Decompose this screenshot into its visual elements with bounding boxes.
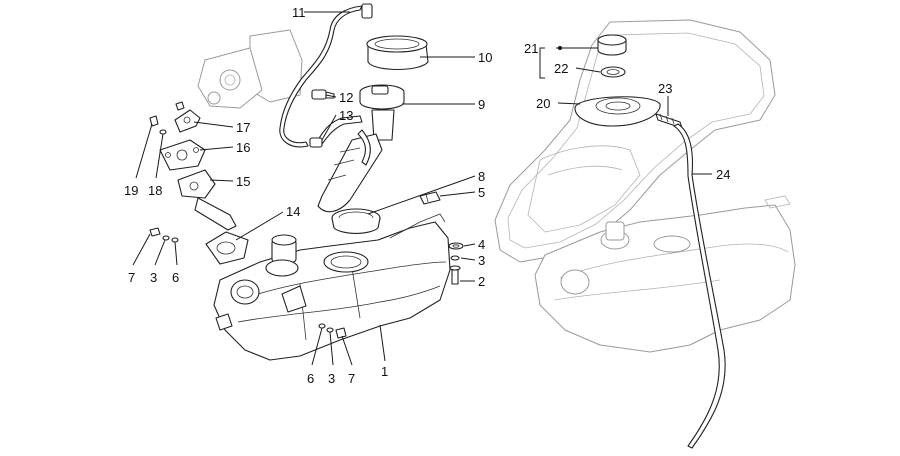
callout-18: 18 (148, 183, 162, 198)
filler-neck-ring (574, 96, 661, 127)
callout-1: 1 (381, 364, 388, 379)
callout-24: 24 (716, 167, 730, 182)
hose-connector (311, 89, 335, 100)
callout-21: 21 (524, 41, 538, 56)
drain-hose (673, 123, 726, 449)
callout-11: 11 (292, 5, 306, 20)
leader-lines (132, 11, 712, 366)
callout-22: 22 (554, 61, 568, 76)
callout-8: 8 (478, 169, 485, 184)
callout-23: 23 (658, 81, 672, 96)
callout-12: 12 (339, 90, 353, 105)
callout-13: 13 (339, 108, 353, 123)
filler-cap (597, 34, 627, 56)
washer-3-right (450, 255, 460, 261)
bolt-7-left (149, 227, 161, 237)
callout-14: 14 (286, 204, 300, 219)
callout-labels: 11 10 9 12 13 17 16 15 14 8 5 4 3 2 1 6 … (124, 5, 730, 386)
washer-18 (159, 129, 167, 135)
callout-2: 2 (478, 274, 485, 289)
washer-6-bottom (318, 323, 326, 329)
callout-3-right: 3 (478, 253, 485, 268)
callout-20: 20 (536, 96, 550, 111)
fuel-tank (213, 213, 451, 361)
fuel-gauge-flange (205, 231, 249, 265)
clip-17 (175, 101, 185, 111)
washer-3-bottom (326, 327, 334, 333)
callout-19: 19 (124, 183, 138, 198)
pump-bracket-upper (174, 109, 201, 133)
mounting-plate-gasket (159, 139, 206, 171)
callout-4: 4 (478, 237, 485, 252)
callout-7-left: 7 (128, 270, 135, 285)
pump-lock-ring (366, 35, 429, 70)
ghost-intake (197, 29, 303, 109)
callout-9: 9 (478, 97, 485, 112)
callout-5: 5 (478, 185, 485, 200)
washer-3-left (162, 235, 170, 241)
grommet-4 (448, 242, 464, 250)
callout-6-bottom: 6 (307, 371, 314, 386)
fuel-pump-assembly (317, 84, 405, 213)
ghost-fuel-tank (534, 204, 796, 353)
bolt-19 (149, 115, 159, 127)
callout-17: 17 (236, 120, 250, 135)
pump-harness (317, 115, 363, 145)
bolt-2 (449, 265, 461, 285)
ghost-seat-assembly (494, 19, 796, 353)
callout-16: 16 (236, 140, 250, 155)
callout-7-bottom: 7 (348, 371, 355, 386)
washer-6-left (171, 237, 179, 243)
callout-15: 15 (236, 174, 250, 189)
filler-gasket (600, 66, 626, 78)
mounting-plate (177, 169, 237, 231)
callout-10: 10 (478, 50, 492, 65)
callout-3-bottom: 3 (328, 371, 335, 386)
vent-hose (279, 5, 363, 148)
callout-3-left: 3 (150, 270, 157, 285)
tank-clip (419, 191, 441, 205)
callout-6-left: 6 (172, 270, 179, 285)
bolt-7-bottom (335, 327, 347, 339)
